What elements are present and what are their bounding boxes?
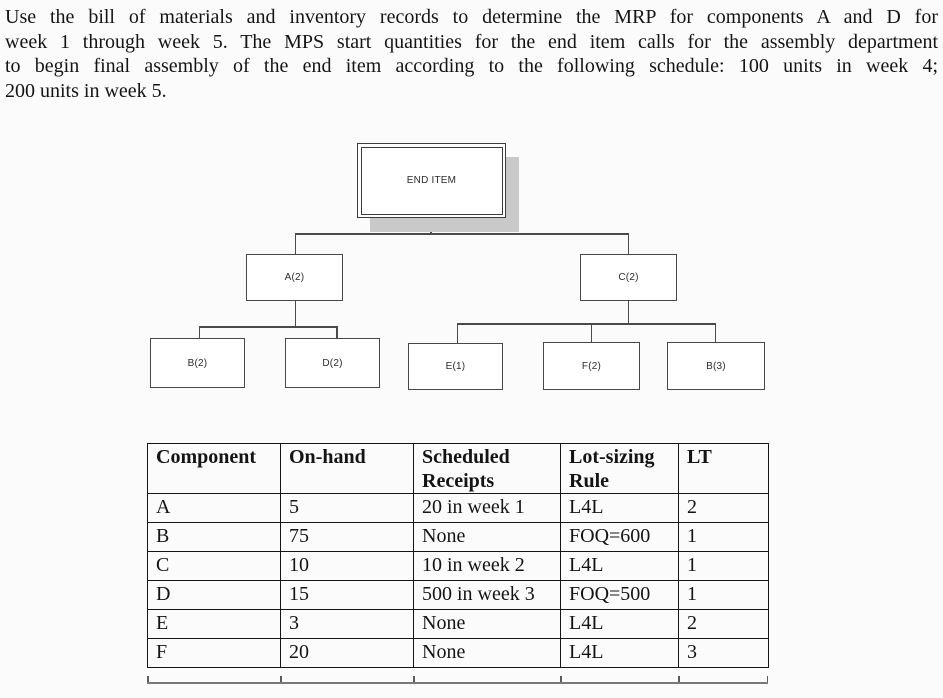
- problem-line: to begin final assembly of the end item …: [5, 55, 938, 77]
- cell-component: A: [147, 493, 281, 523]
- connector-line: [590, 323, 592, 342]
- cell-on-hand: 75: [280, 522, 414, 552]
- cell-on-hand: 15: [280, 580, 414, 610]
- cell-lot-sizing-rule: FOQ=600: [560, 522, 679, 552]
- cell-component: B: [147, 522, 281, 552]
- connector-line: [627, 301, 629, 324]
- table-edge-stub: [280, 676, 282, 683]
- connector-line: [430, 218, 432, 234]
- cell-component: F: [147, 638, 281, 668]
- table-row: B 75 None FOQ=600 1: [147, 522, 769, 552]
- table-edge-stub: [766, 676, 768, 683]
- table-edge-stub: [560, 676, 562, 683]
- table-row: C 10 10 in week 2 L4L 1: [147, 551, 769, 581]
- table-row: A 5 20 in week 1 L4L 2: [147, 493, 769, 523]
- column-header-component: Component: [147, 443, 281, 494]
- connector-line: [714, 323, 716, 342]
- table-row: E 3 None L4L 2: [147, 609, 769, 639]
- bom-node-b3: B(3): [667, 342, 765, 390]
- bom-node-c: C(2): [580, 254, 677, 301]
- cell-lot-sizing-rule: L4L: [560, 493, 679, 523]
- bom-node-d: D(2): [285, 338, 380, 388]
- column-header-lot-sizing-rule: Lot-sizing Rule: [560, 443, 679, 494]
- cell-lot-sizing-rule: L4L: [560, 551, 679, 581]
- cell-on-hand: 5: [280, 493, 414, 523]
- table-row: D 15 500 in week 3 FOQ=500 1: [147, 580, 769, 610]
- cell-component: C: [147, 551, 281, 581]
- connector-line: [198, 326, 338, 328]
- cell-lt: 1: [678, 580, 769, 610]
- problem-line: week 1 through week 5. The MPS start qua…: [5, 30, 938, 53]
- table-header-row: Component On-hand Scheduled Receipts Lot…: [147, 443, 769, 494]
- cell-scheduled-receipts: None: [413, 609, 561, 639]
- connector-line: [294, 233, 629, 235]
- cell-scheduled-receipts: 500 in week 3: [413, 580, 561, 610]
- cell-scheduled-receipts: None: [413, 522, 561, 552]
- cell-lt: 1: [678, 522, 769, 552]
- cell-lt: 2: [678, 609, 769, 639]
- bom-node-f: F(2): [543, 342, 640, 390]
- problem-line: Use the bill of materials and inventory …: [5, 6, 938, 28]
- table-edge-stub: [678, 676, 680, 683]
- connector-line: [336, 326, 338, 338]
- cell-scheduled-receipts: 20 in week 1: [413, 493, 561, 523]
- bom-node-e: E(1): [408, 343, 503, 390]
- problem-line: 200 units in week 5.: [5, 79, 167, 102]
- bom-node-label: END ITEM: [406, 175, 457, 186]
- cell-lot-sizing-rule: L4L: [560, 609, 679, 639]
- cell-component: E: [147, 609, 281, 639]
- cell-lt: 2: [678, 493, 769, 523]
- connector-line: [627, 233, 629, 254]
- bom-node-b: B(2): [150, 338, 245, 388]
- table-row: F 20 None L4L 3: [147, 638, 769, 668]
- table-underline: [147, 682, 768, 684]
- cell-on-hand: 20: [280, 638, 414, 668]
- column-header-lt: LT: [678, 443, 769, 494]
- cell-on-hand: 10: [280, 551, 414, 581]
- cell-lt: 1: [678, 551, 769, 581]
- bom-diagram: END ITEM A(2) C(2) B(2) D(2) E(1) F(2) B…: [150, 143, 765, 390]
- connector-line: [456, 323, 458, 343]
- problem-statement: Use the bill of materials and inventory …: [5, 5, 938, 103]
- cell-lt: 3: [678, 638, 769, 668]
- table-edge-stub: [147, 676, 149, 683]
- bom-node-a: A(2): [246, 254, 343, 301]
- cell-lot-sizing-rule: FOQ=500: [560, 580, 679, 610]
- connector-line: [294, 233, 296, 254]
- cell-scheduled-receipts: None: [413, 638, 561, 668]
- bom-node-end-item: END ITEM: [357, 143, 506, 218]
- connector-line: [456, 323, 716, 325]
- column-header-scheduled-receipts: Scheduled Receipts: [413, 443, 561, 494]
- cell-lot-sizing-rule: L4L: [560, 638, 679, 668]
- connector-line: [294, 301, 296, 327]
- cell-scheduled-receipts: 10 in week 2: [413, 551, 561, 581]
- connector-line: [198, 326, 200, 338]
- column-header-on-hand: On-hand: [280, 443, 414, 494]
- table-edge-stub: [413, 676, 415, 683]
- cell-component: D: [147, 580, 281, 610]
- cell-on-hand: 3: [280, 609, 414, 639]
- inventory-table: Component On-hand Scheduled Receipts Lot…: [147, 443, 769, 668]
